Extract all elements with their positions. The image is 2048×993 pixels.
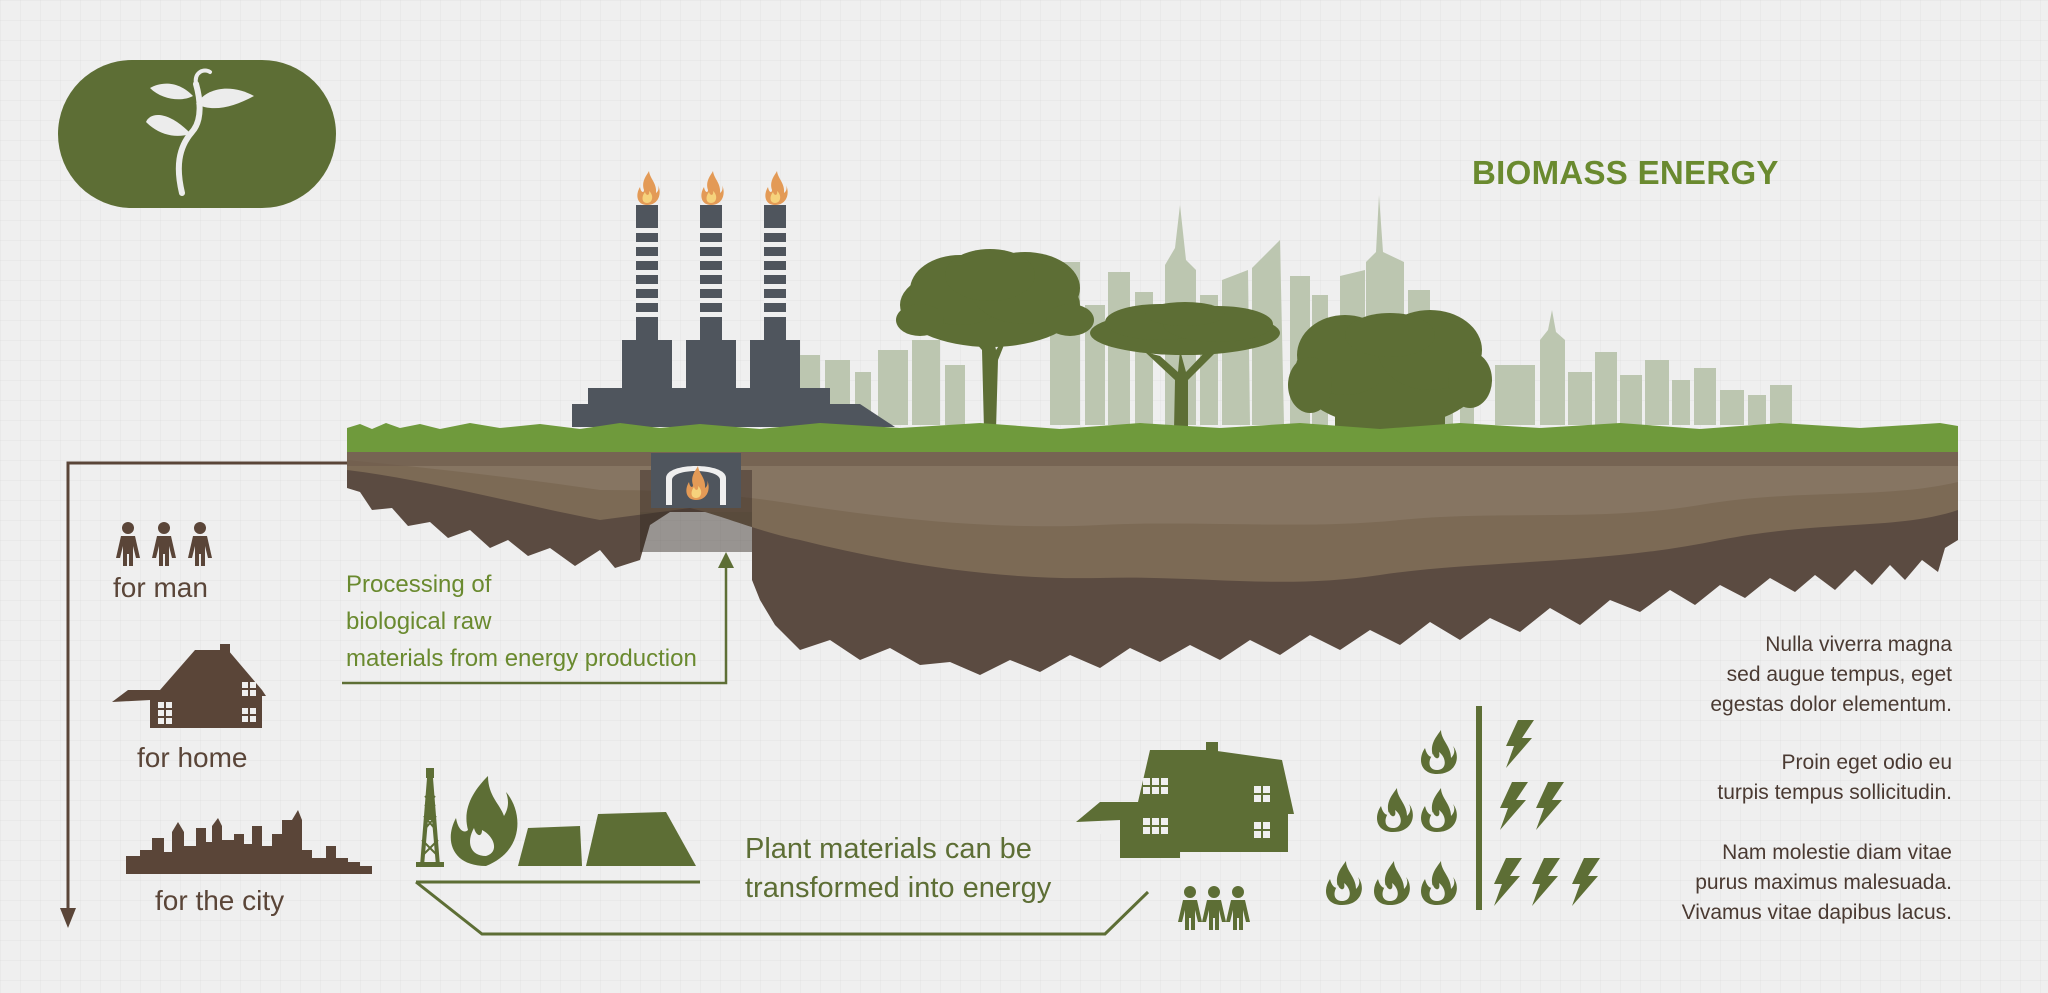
paragraph-1: Nulla viverra magna sed augue tempus, eg… [1532, 630, 1952, 720]
page-title: BIOMASS ENERGY [1472, 154, 1779, 191]
plant-line: Plant materials can be [745, 833, 1032, 865]
people-icon [116, 522, 212, 566]
processing-line: materials from energy production [346, 645, 697, 672]
people-icon [1178, 886, 1250, 930]
house-icon [1076, 742, 1294, 858]
tree-icon [1288, 310, 1492, 430]
soil-layers [347, 452, 1958, 675]
paragraph-line: Nulla viverra magna [1765, 633, 1952, 656]
fuel-pile [518, 812, 696, 866]
paragraph-2: Proin eget odio eu turpis tempus sollici… [1532, 748, 1952, 808]
power-plant-icon [572, 171, 895, 427]
arrow-down-icon [60, 908, 76, 928]
oil-derrick-icon [416, 768, 444, 867]
arrow-up-icon [718, 552, 734, 568]
fire-icon [1326, 730, 1457, 905]
furnace-icon [640, 453, 752, 552]
processing-line: Processing of [346, 571, 492, 598]
plant-caption: Plant materials can be transformed into … [745, 830, 1125, 908]
plant-line: transformed into energy [745, 872, 1052, 904]
fire-icon [450, 776, 518, 866]
tree-icon [1090, 302, 1280, 430]
divider [1476, 706, 1482, 910]
paragraph-line: Vivamus vitae dapibus lacus. [1681, 901, 1952, 924]
house-icon [112, 644, 266, 728]
paragraph-line: sed augue tempus, eget [1726, 663, 1952, 686]
paragraph-line: turpis tempus sollicitudin. [1717, 781, 1952, 804]
for-city-label: for the city [155, 885, 285, 916]
paragraph-line: Proin eget odio eu [1781, 751, 1952, 774]
processing-caption: Processing of biological raw materials f… [346, 566, 746, 677]
paragraph-line: egestas dolor elementum. [1710, 693, 1952, 716]
grass [347, 423, 1958, 452]
for-man-label: for man [113, 572, 208, 603]
plant-flow-path [415, 880, 1150, 936]
leaf-sprout-icon [58, 60, 336, 208]
paragraph-line: Nam molestie diam vitae [1722, 841, 1952, 864]
city-skyline-icon [126, 810, 372, 874]
paragraph-3: Nam molestie diam vitae purus maximus ma… [1532, 838, 1952, 928]
paragraph-line: purus maximus malesuada. [1695, 871, 1952, 894]
processing-arrow [342, 560, 728, 685]
for-home-label: for home [137, 742, 248, 773]
energy-flow-arrow [66, 461, 347, 920]
processing-line: biological raw [346, 608, 492, 635]
tree-icon [896, 249, 1094, 430]
